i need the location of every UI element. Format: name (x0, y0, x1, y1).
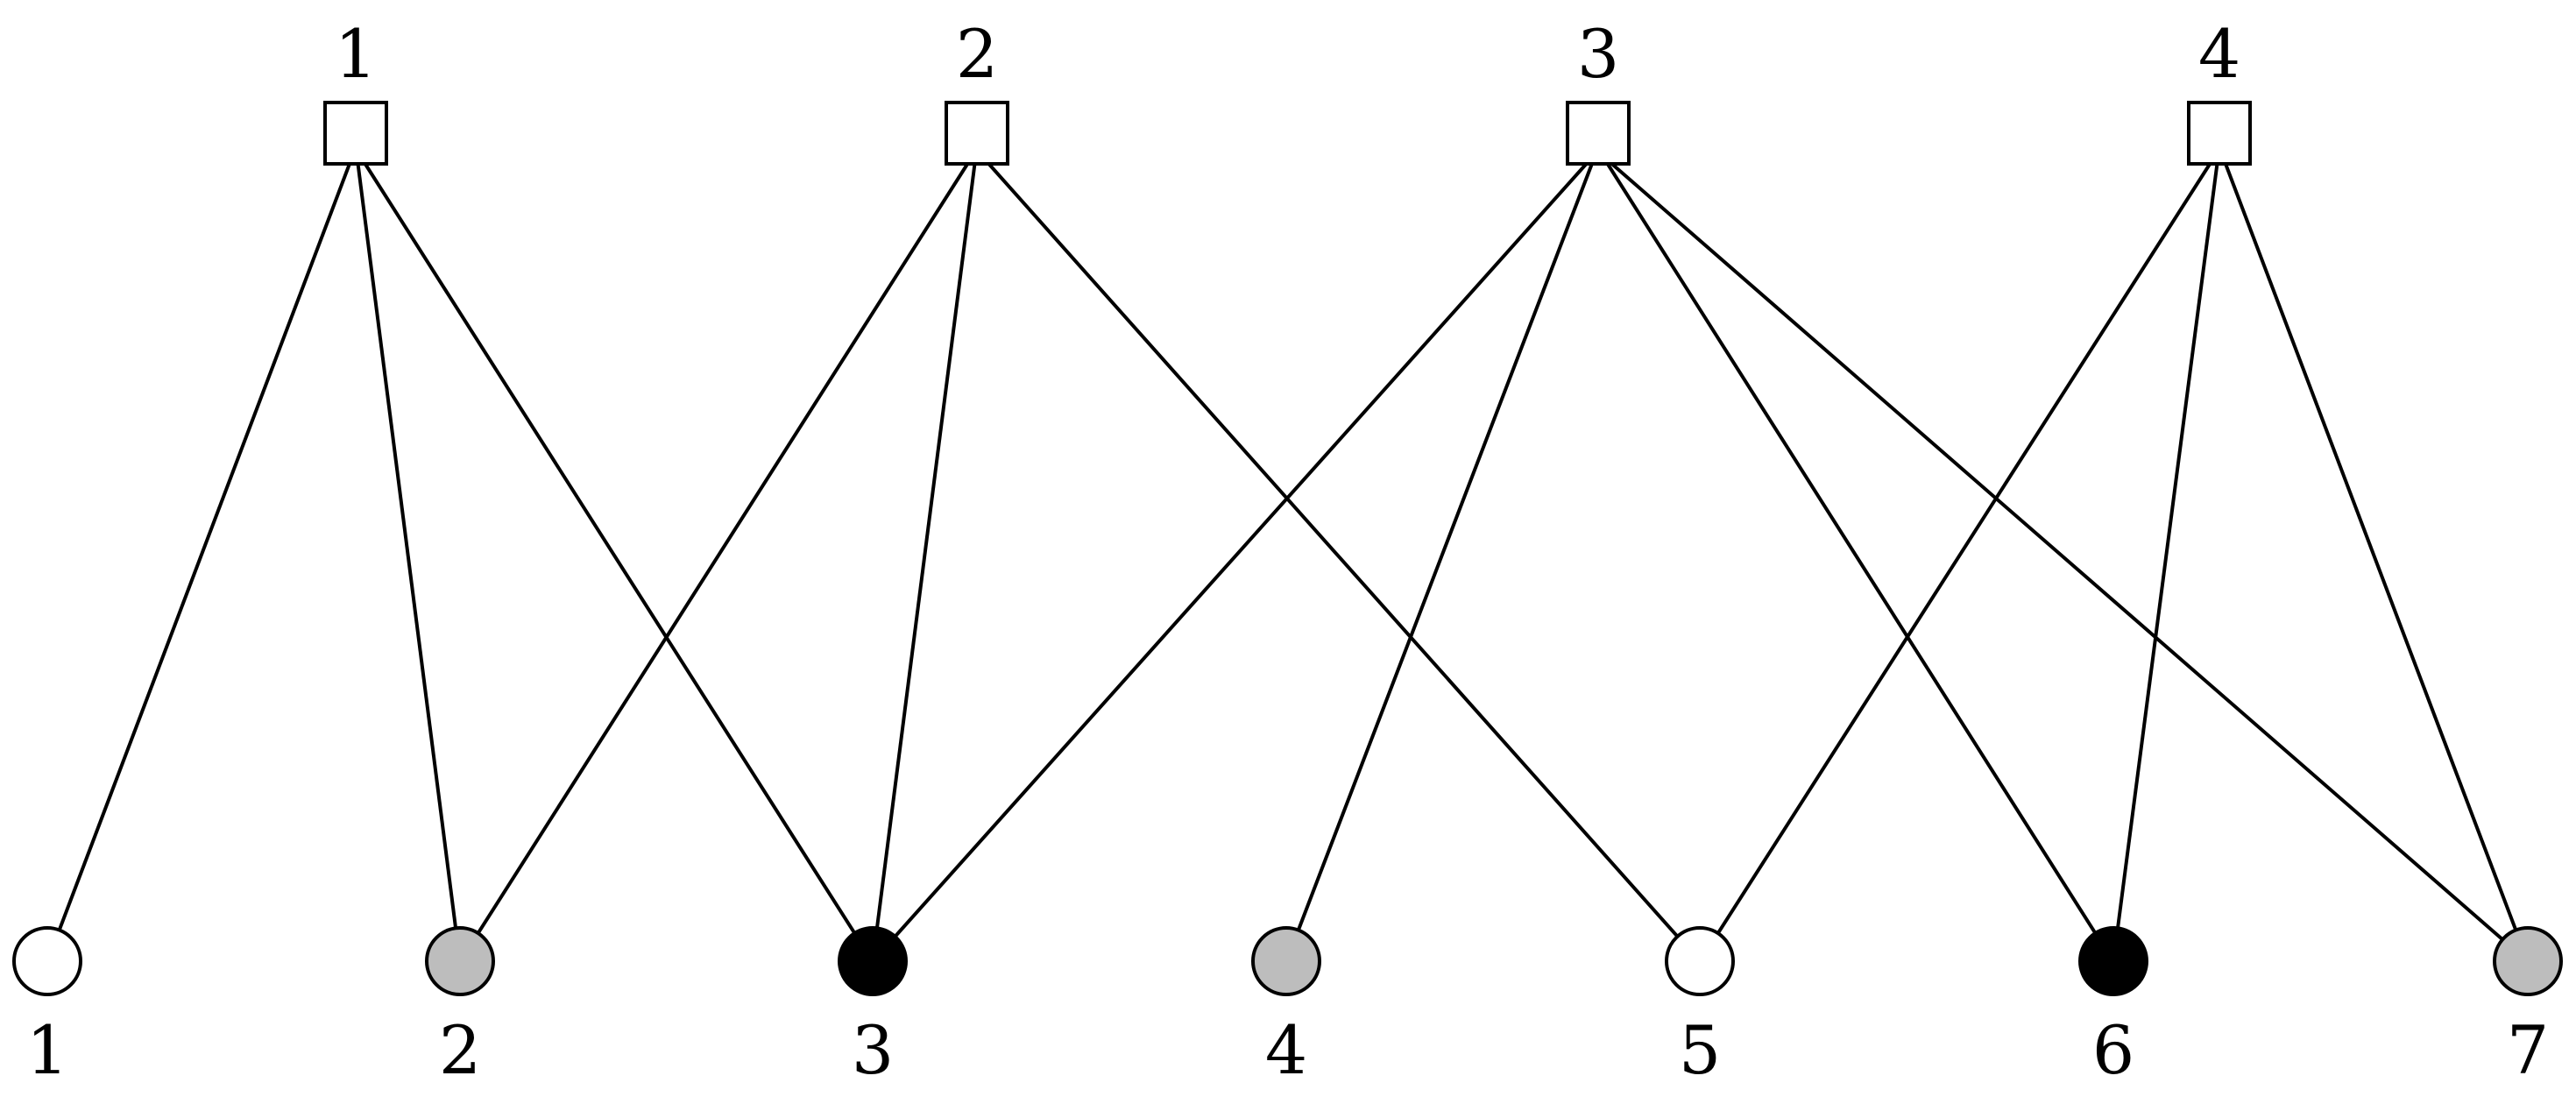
check-node-label-1: 1 (335, 15, 377, 93)
edges-layer (57, 160, 2518, 941)
edge-check-3-var-6 (1604, 160, 2098, 935)
edge-check-3-var-7 (1608, 160, 2504, 941)
edge-check-3-var-3 (894, 160, 1589, 938)
variable-node-6-black (2078, 926, 2148, 996)
variable-node-label-1: 1 (26, 1011, 68, 1089)
edge-check-3-var-4 (1296, 161, 1595, 931)
edge-check-4-var-6 (2116, 161, 2219, 929)
variable-node-1-white (12, 926, 82, 996)
variable-node-2-gray (425, 926, 495, 996)
edge-check-1-var-3 (362, 160, 857, 935)
variable-node-3-black (838, 926, 908, 996)
check-node-label-3: 3 (1577, 15, 1619, 93)
variable-node-5-white (1665, 926, 1735, 996)
variable-node-label-2: 2 (439, 1011, 481, 1089)
check-node-2 (945, 101, 1009, 166)
edge-check-2-var-2 (476, 160, 971, 935)
edge-check-4-var-7 (2223, 161, 2518, 931)
edge-check-2-var-3 (874, 161, 977, 929)
variable-nodes-layer: 1 2 3 4 5 6 7 (12, 926, 2563, 1089)
check-node-3 (1566, 101, 1631, 166)
variable-node-label-6: 6 (2092, 1011, 2134, 1089)
variable-node-7-gray (2493, 926, 2563, 996)
check-node-label-2: 2 (956, 15, 998, 93)
check-nodes-layer: 1 2 3 4 (323, 15, 2252, 166)
variable-node-label-4: 4 (1265, 1011, 1307, 1089)
check-node-1 (323, 101, 388, 166)
edge-check-1-var-2 (356, 161, 458, 929)
edge-check-4-var-5 (1716, 160, 2213, 935)
check-node-label-4: 4 (2198, 15, 2240, 93)
variable-node-label-5: 5 (1679, 1011, 1721, 1089)
variable-node-4-gray (1251, 926, 1321, 996)
variable-node-label-3: 3 (852, 1011, 894, 1089)
variable-node-label-7: 7 (2507, 1011, 2549, 1089)
edge-check-1-var-1 (57, 161, 352, 931)
edge-check-2-var-5 (986, 160, 1680, 938)
check-node-4 (2187, 101, 2252, 166)
